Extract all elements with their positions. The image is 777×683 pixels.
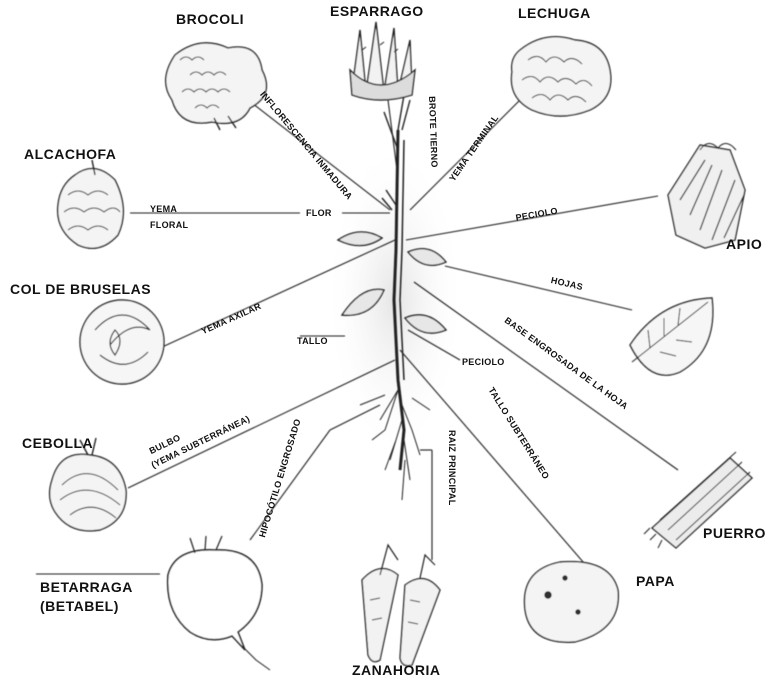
label-brocoli: BROCOLI <box>176 12 244 26</box>
part-yema-floral-1: YEMA <box>150 205 177 214</box>
part-tallo: TALLO <box>297 337 328 346</box>
brussels-sprout-illustration <box>80 300 164 384</box>
celery-illustration <box>668 143 745 248</box>
onion-illustration <box>50 438 127 531</box>
label-alcachofa: ALCACHOFA <box>24 147 116 161</box>
leaf-illustration <box>630 298 713 375</box>
label-esparrago: ESPARRAGO <box>330 4 424 18</box>
label-puerro: PUERRO <box>703 526 766 540</box>
artichoke-illustration <box>58 160 124 248</box>
part-zanahoria: RAIZ PRINCIPAL <box>447 430 456 506</box>
label-betarraga: BETARRAGA <box>40 580 133 594</box>
lettuce-illustration <box>511 37 610 116</box>
label-betarraga-alt: (BETABEL) <box>40 599 119 613</box>
part-esparrago: BROTE TIERNO <box>427 96 438 168</box>
part-yema-floral-2: FLORAL <box>150 221 188 230</box>
label-zanahoria: ZANAHORIA <box>352 663 441 677</box>
part-flor: FLOR <box>306 209 332 218</box>
potato-illustration <box>524 562 618 643</box>
label-apio: APIO <box>726 237 762 251</box>
part-peciolo: PECIOLO <box>462 358 505 367</box>
broccoli-illustration <box>166 43 267 130</box>
label-lechuga: LECHUGA <box>518 6 591 20</box>
label-cebolla: CEBOLLA <box>22 436 93 450</box>
carrot-illustration <box>362 545 440 666</box>
beet-illustration <box>168 536 270 670</box>
label-papa: PAPA <box>636 574 675 588</box>
asparagus-illustration <box>350 22 415 100</box>
label-col-de-bruselas: COL DE BRUSELAS <box>10 282 151 296</box>
